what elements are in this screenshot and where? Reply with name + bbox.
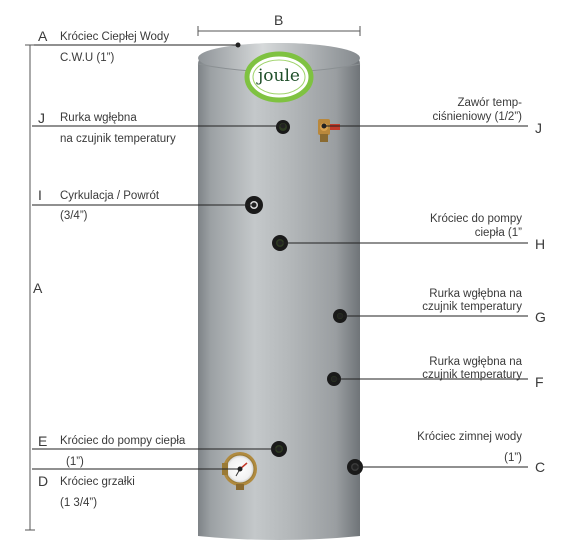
dimension-a-line bbox=[25, 44, 35, 531]
callout-text-h-line1: Króciec do pompy bbox=[429, 213, 522, 225]
dimension-b-line bbox=[197, 26, 361, 36]
callout-text-f-line1: Rurka wgłębna na bbox=[429, 356, 522, 368]
callout-text-g-line1: Rurka wgłębna na bbox=[429, 288, 522, 300]
callout-text-e-line2: (1”) bbox=[66, 456, 84, 468]
callout-text-a-line1: Króciec Ciepłej Wody bbox=[60, 31, 170, 43]
callout-text-f-line2: czujnik temperatury bbox=[422, 369, 522, 381]
dimension-a-label: A bbox=[33, 280, 43, 296]
callout-letter-g: G bbox=[535, 309, 546, 325]
callout-letter-e: E bbox=[38, 433, 48, 449]
callout-letter-h: H bbox=[535, 236, 546, 252]
callout-text-c-line2: (1”) bbox=[504, 452, 522, 464]
callout-letter-f: F bbox=[535, 374, 544, 390]
callout-text-j-right-line1: Zawór temp- bbox=[457, 97, 522, 109]
callout-text-c-line1: Króciec zimnej wody bbox=[417, 431, 522, 443]
callout-letter-c: C bbox=[535, 459, 546, 475]
callout-text-e-line1: Króciec do pompy ciepła bbox=[60, 435, 186, 447]
callout-text-j-left-line1: Rurka wgłębna bbox=[60, 112, 137, 124]
callout-text-i-line2: (3/4”) bbox=[60, 210, 88, 222]
callout-letter-i: I bbox=[38, 187, 42, 203]
callout-text-d-line2: (1 3/4”) bbox=[60, 497, 98, 509]
callout-text-g-line2: czujnik temperatury bbox=[422, 301, 522, 313]
dimension-b-label: B bbox=[274, 12, 284, 28]
callout-letter-j-right: J bbox=[535, 120, 542, 136]
logo-text: joule bbox=[258, 66, 300, 86]
callout-text-h-line2: ciepła (1” bbox=[474, 227, 522, 239]
callout-letter-j-left: J bbox=[38, 110, 45, 126]
callout-letter-d: D bbox=[38, 473, 49, 489]
callout-text-j-right-line2: ciśnieniowy (1/2”) bbox=[432, 111, 522, 123]
callout-text-a-line2: C.W.U (1”) bbox=[60, 52, 115, 64]
tank-body bbox=[198, 43, 360, 540]
callout-text-j-left-line2: na czujnik temperatury bbox=[60, 133, 176, 145]
callout-letter-a: A bbox=[38, 28, 48, 44]
callout-text-d-line1: Króciec grzałki bbox=[60, 476, 135, 488]
joule-logo bbox=[244, 51, 314, 103]
callout-text-i-line1: Cyrkulacja / Powrót bbox=[60, 190, 160, 202]
